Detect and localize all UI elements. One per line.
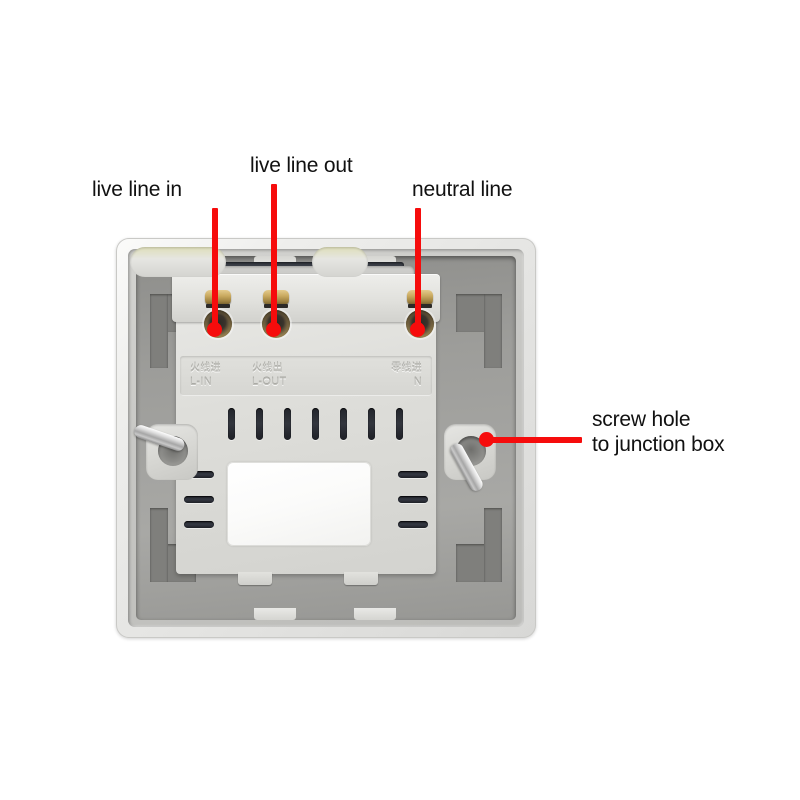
module-bottom-tab-left	[238, 572, 272, 585]
vent-slot-h-right-1	[398, 471, 428, 478]
vent-slot-v-2	[256, 408, 263, 440]
embossed-marking-panel: 火线进 L-IN 火线出 L-OUT 零线进 N	[180, 356, 432, 396]
terminal-marking-l-in: 火线进 L-IN	[190, 363, 221, 389]
terminal-marking-l-in-chinese: 火线进	[190, 363, 221, 374]
leader-dot-live-line-in	[207, 322, 222, 337]
cavity-cutout-left-lower	[150, 508, 168, 582]
terminal-marking-l-out: 火线出 L-OUT	[252, 363, 287, 389]
wall-switch-back-plate: 火线进 L-IN 火线出 L-OUT 零线进 N	[116, 238, 536, 638]
leader-line-live-line-in	[212, 208, 218, 332]
callout-label-screw-hole-line1: screw hole	[592, 408, 691, 431]
vent-slot-v-3	[284, 408, 291, 440]
leader-dot-screw-hole	[479, 432, 494, 447]
cavity-cutout-right-lower	[484, 508, 502, 582]
leader-dot-neutral-line	[410, 322, 425, 337]
bezel-notch-bottom-left	[254, 608, 296, 620]
vent-slot-v-1	[228, 408, 235, 440]
terminal-marking-n: 零线进 N	[376, 363, 422, 389]
cavity-cutout-right-upper	[484, 294, 502, 368]
vent-slot-v-5	[340, 408, 347, 440]
vent-slot-v-7	[396, 408, 403, 440]
vent-slot-h-right-3	[398, 521, 428, 528]
vent-slot-h-left-2	[184, 496, 214, 503]
bezel-notch-bottom-right	[354, 608, 396, 620]
callout-label-screw-hole-line2: to junction box	[592, 432, 725, 456]
leader-line-screw-hole	[487, 437, 582, 443]
product-sticker	[227, 462, 371, 546]
vent-slot-h-left-1	[184, 471, 214, 478]
module-bottom-tab-right	[344, 572, 378, 585]
terminal-marking-l-in-code: L-IN	[190, 375, 212, 388]
terminal-marking-n-chinese: 零线进	[391, 363, 422, 374]
callout-label-live-line-in: live line in	[92, 178, 182, 201]
vent-slot-v-6	[368, 408, 375, 440]
terminal-marking-n-code: N	[413, 375, 422, 388]
brass-screw-l-in	[205, 290, 231, 308]
callout-label-live-line-out: live line out	[250, 154, 353, 177]
terminal-marking-l-out-code: L-OUT	[252, 375, 287, 388]
vent-slot-h-left-3	[184, 521, 214, 528]
terminal-pad-left	[130, 247, 226, 277]
callout-label-screw-hole: screw hole to junction box	[592, 408, 792, 458]
vent-slot-v-4	[312, 408, 319, 440]
terminal-marking-l-out-chinese: 火线出	[252, 363, 283, 374]
leader-dot-live-line-out	[266, 322, 281, 337]
terminal-pad-right	[312, 247, 368, 277]
leader-line-neutral-line	[415, 208, 421, 332]
callout-label-neutral-line: neutral line	[412, 178, 513, 201]
cavity-cutout-left-upper	[150, 294, 168, 368]
leader-line-live-line-out	[271, 184, 277, 332]
vent-slot-h-right-2	[398, 496, 428, 503]
